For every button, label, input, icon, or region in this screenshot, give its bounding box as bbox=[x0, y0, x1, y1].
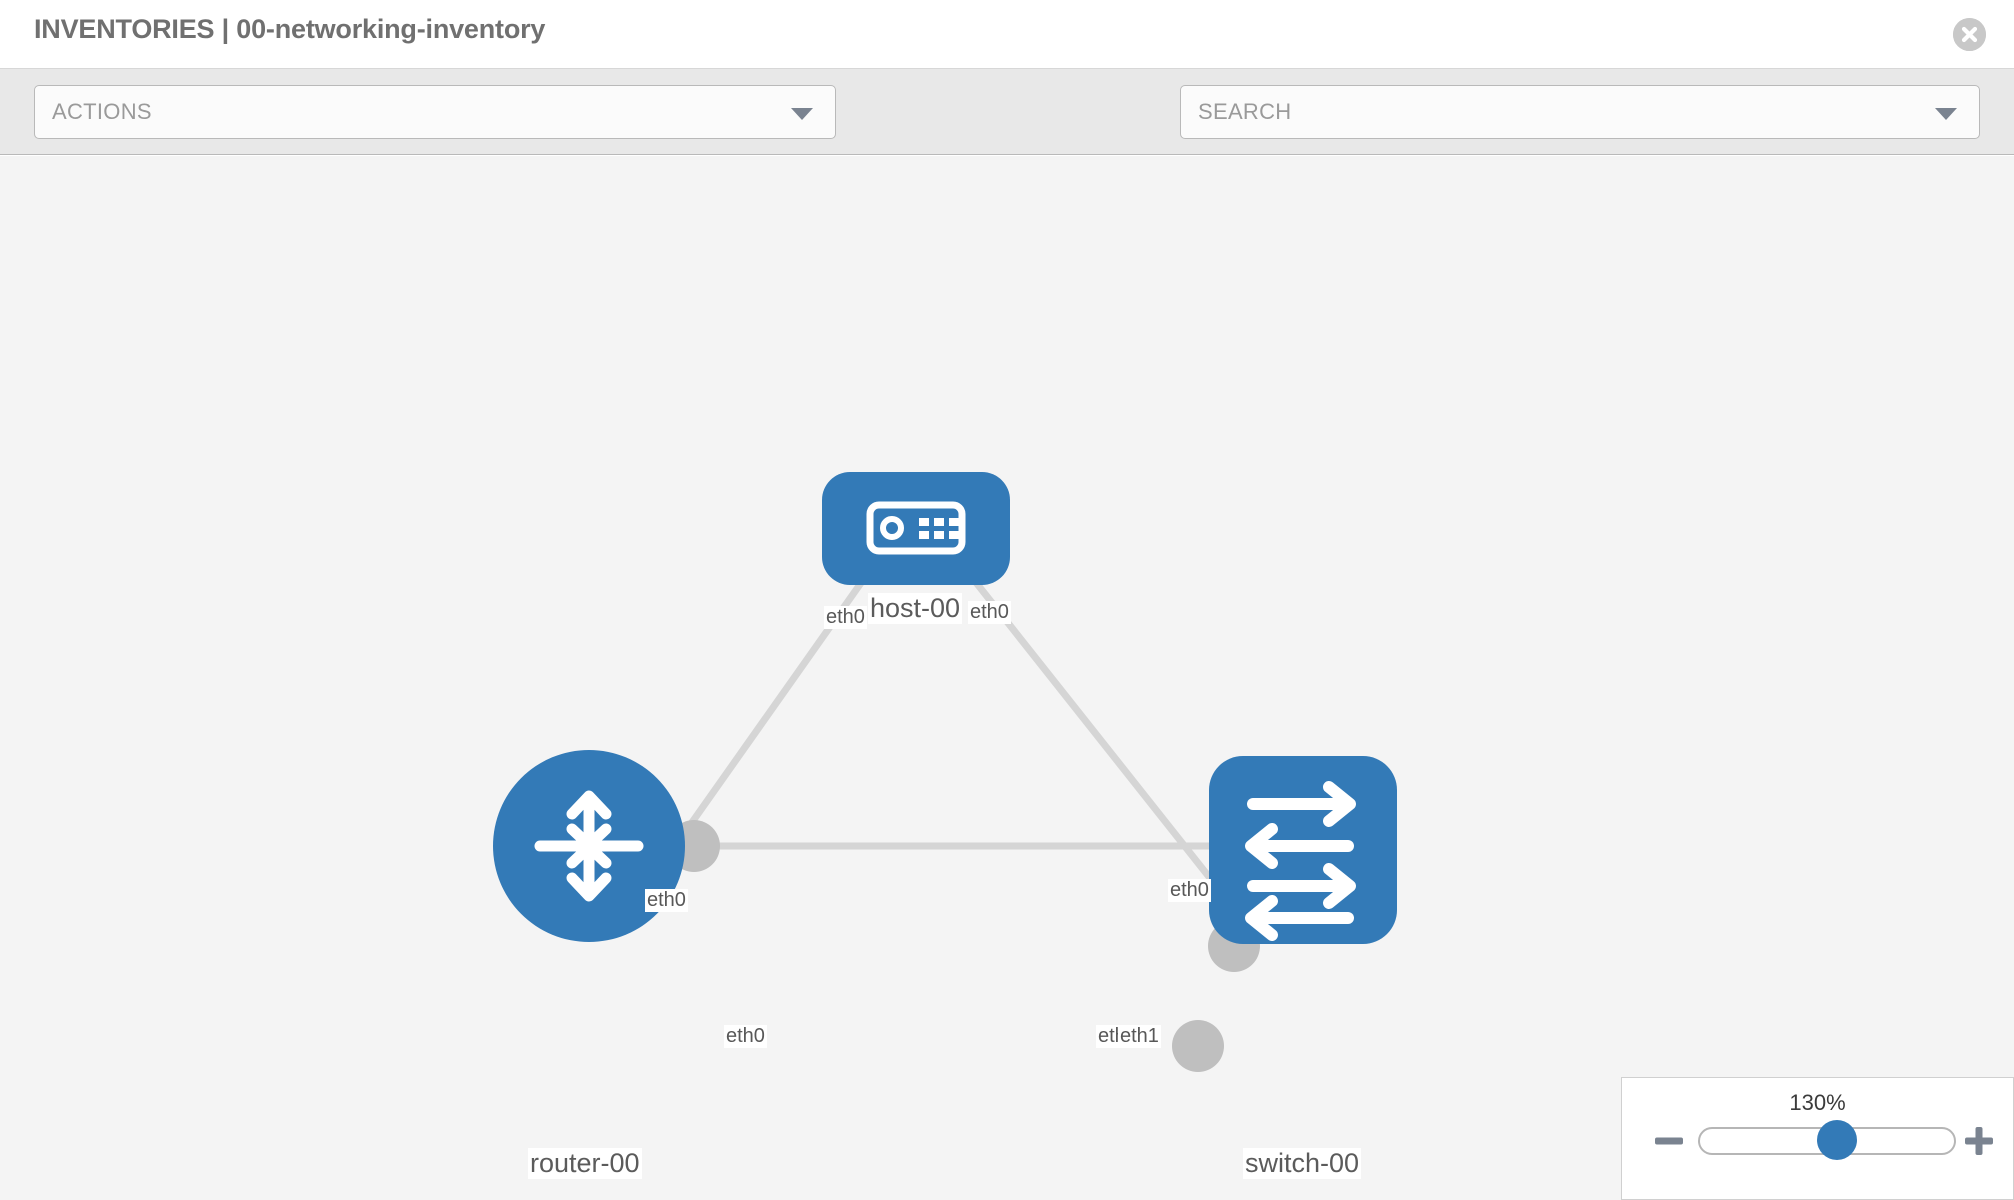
close-icon[interactable] bbox=[1953, 18, 1986, 51]
page-title: INVENTORIES | 00-networking-inventory bbox=[34, 14, 546, 44]
search-placeholder: SEARCH bbox=[1198, 99, 1292, 124]
node-host-00[interactable] bbox=[822, 472, 1010, 585]
topology-connectors bbox=[668, 530, 1260, 1072]
node-router-00[interactable] bbox=[493, 750, 685, 942]
switch-arrows-icon bbox=[1245, 781, 1356, 941]
node-switch-00[interactable] bbox=[1209, 756, 1397, 944]
zoom-level-value: 130% bbox=[1789, 1090, 1846, 1115]
iface-label-host00-left: eth0 bbox=[824, 606, 867, 629]
chevron-down-icon[interactable] bbox=[1935, 108, 1957, 120]
iface-label-host00-right: eth0 bbox=[968, 601, 1011, 624]
iface-label-switch00-west: eth1 bbox=[1118, 1025, 1161, 1048]
node-label-router-00: router-00 bbox=[528, 1148, 642, 1179]
page-header: INVENTORIES | 00-networking-inventory bbox=[0, 0, 2014, 69]
plus-icon[interactable] bbox=[1962, 1124, 1996, 1158]
node-label-switch-00: switch-00 bbox=[1243, 1148, 1362, 1179]
node-label-host-00: host-00 bbox=[868, 593, 963, 624]
iface-label-switch00-uplink: eth0 bbox=[1168, 879, 1211, 902]
chevron-down-icon bbox=[791, 108, 813, 120]
zoom-slider-thumb[interactable] bbox=[1817, 1120, 1857, 1160]
zoom-control-panel: 130% bbox=[1621, 1077, 2014, 1200]
minus-icon[interactable] bbox=[1652, 1124, 1686, 1158]
actions-dropdown[interactable]: ACTIONS bbox=[34, 85, 836, 139]
toolbar: ACTIONS SEARCH bbox=[0, 69, 2014, 205]
search-input[interactable]: SEARCH bbox=[1180, 85, 1980, 139]
actions-dropdown-label: ACTIONS bbox=[52, 99, 152, 124]
iface-label-router00-east: eth0 bbox=[724, 1025, 767, 1048]
connector-switch00-west[interactable] bbox=[1172, 1020, 1224, 1072]
iface-label-router00-uplink: eth0 bbox=[645, 889, 688, 912]
router-arrows-icon bbox=[534, 790, 644, 902]
server-icon bbox=[866, 501, 966, 555]
topology-graph[interactable] bbox=[0, 156, 2014, 1200]
topology-canvas[interactable]: host-00 router-00 switch-00 eth0 eth0 et… bbox=[0, 156, 2014, 1200]
